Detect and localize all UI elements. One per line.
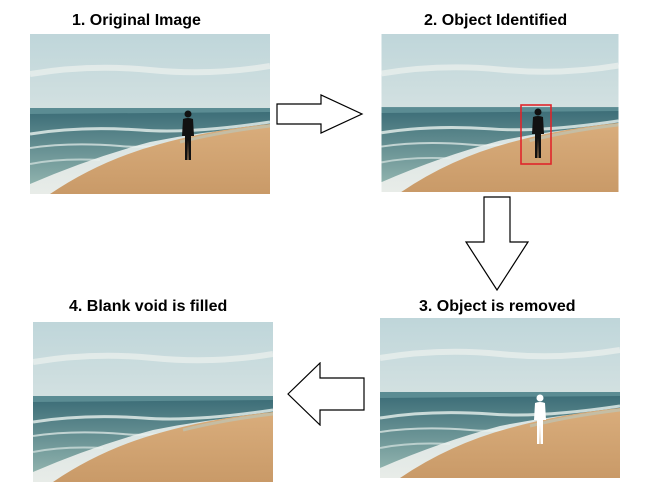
- step-1-title: 1. Original Image: [72, 12, 201, 29]
- left-arrow-icon: [287, 362, 365, 426]
- detection-box: [520, 104, 552, 165]
- void-filled-panel: [33, 322, 273, 482]
- step-4-title: 4. Blank void is filled: [69, 298, 228, 315]
- right-arrow-icon: [276, 94, 364, 134]
- step-3-title: 3. Object is removed: [419, 298, 576, 315]
- down-arrow-icon: [464, 196, 530, 292]
- object-removed-panel: [380, 318, 620, 478]
- step-2-title: 2. Object Identified: [424, 12, 568, 29]
- object-identified-panel: [380, 34, 620, 192]
- original-image-panel: [30, 34, 270, 194]
